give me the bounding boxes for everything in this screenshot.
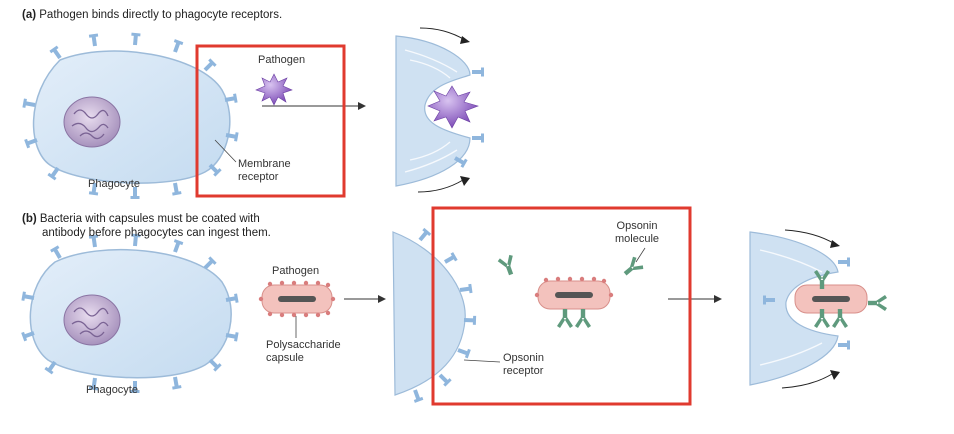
phagocyte-cell-a — [22, 32, 239, 199]
phagocyte-edge-b — [392, 227, 477, 403]
phagocyte-label-a: Phagocyte — [88, 178, 140, 190]
arrow-a — [262, 102, 366, 110]
highlight-box-a — [195, 44, 346, 198]
opsonin-molecule-2 — [619, 255, 645, 280]
pathogen-spiky-a — [255, 73, 293, 106]
phagocyte-label-b: Phagocyte — [86, 384, 138, 396]
panel-a-caption-text: Pathogen binds directly to phagocyte rec… — [39, 9, 283, 21]
pathogen-label-b: Pathogen — [272, 265, 320, 277]
panel-a-caption: (a) Pathogen binds directly to phagocyte… — [22, 8, 282, 22]
nucleus-b — [63, 294, 121, 346]
panel-b-letter: (b) — [22, 213, 37, 225]
arrow-b1 — [344, 295, 386, 303]
panel-a-letter: (a) — [22, 9, 37, 21]
opsonin-receptor-label: Opsonin receptor — [503, 352, 544, 378]
membrane-receptor-line1: Membrane — [238, 158, 291, 170]
opsonin-molecule-1 — [497, 253, 519, 278]
highlight-box-b — [431, 206, 692, 406]
panel-b-caption: (b) Bacteria with capsules must be coate… — [22, 212, 271, 240]
capsule-line2: capsule — [266, 352, 304, 364]
membrane-receptor-line2: receptor — [238, 171, 279, 183]
receptor-pointer — [214, 139, 237, 163]
polysaccharide-capsule-label: Polysaccharide capsule — [266, 339, 341, 365]
encapsulated-pathogen-b — [258, 280, 336, 318]
opsonin-receptor-line1: Opsonin — [503, 352, 544, 364]
capsule-line1: Polysaccharide — [266, 339, 341, 351]
opsonin-receptor-line2: receptor — [503, 365, 544, 377]
opsonin-molecule-line2: molecule — [615, 233, 660, 245]
panel-b-caption-line1: Bacteria with capsules must be coated wi… — [39, 213, 260, 225]
opsonized-pathogen — [534, 276, 614, 328]
engulfing-cell-b — [749, 229, 887, 389]
pathogen-label-a: Pathogen — [258, 54, 306, 66]
opsonin-molecule-label: Opsonin molecule — [615, 220, 659, 246]
pathogen-engulfed-a — [427, 85, 479, 129]
membrane-receptor-label: Membrane receptor — [238, 158, 291, 184]
engulfing-cell-a — [395, 27, 484, 193]
arrow-b2 — [668, 295, 722, 303]
opsonin-molecule-line1: Opsonin — [616, 220, 658, 232]
phagocyte-cell-b — [21, 233, 239, 393]
panel-b-caption-line2: antibody before phagocytes can ingest th… — [42, 227, 271, 239]
nucleus-a — [63, 96, 121, 148]
